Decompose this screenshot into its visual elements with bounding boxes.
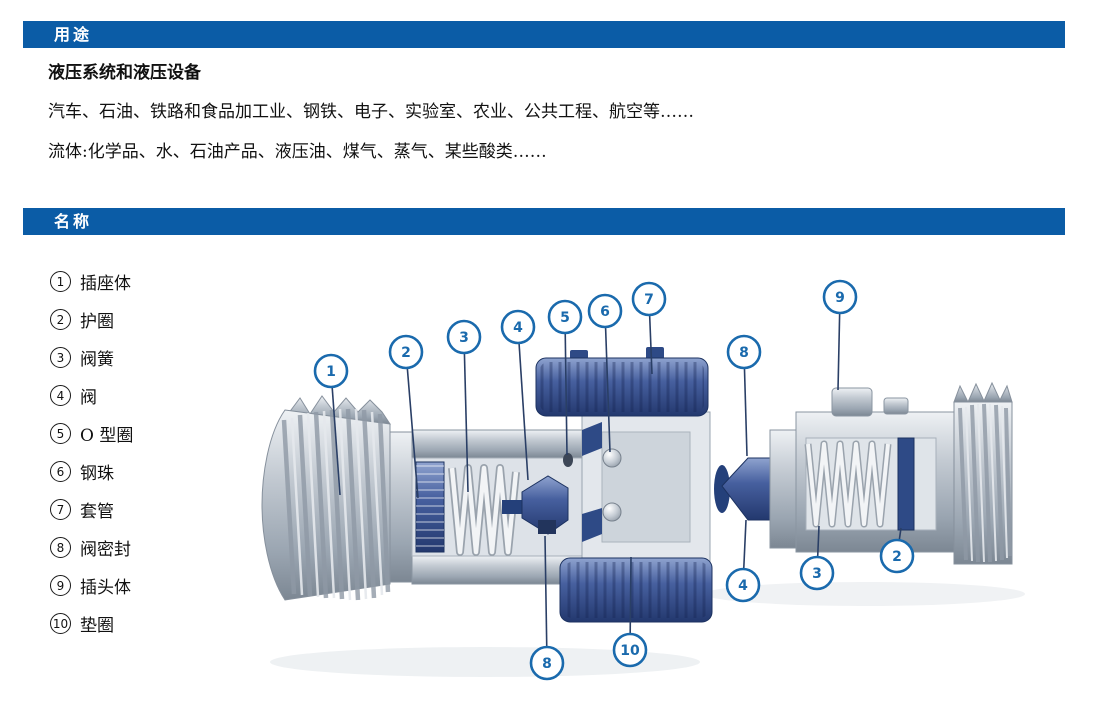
callout-8-socket: 8 [529, 535, 565, 681]
plug-body-illustration [714, 381, 1013, 565]
svg-text:9: 9 [835, 290, 845, 306]
svg-text:7: 7 [644, 292, 654, 308]
svg-text:10: 10 [620, 643, 640, 659]
shadow [270, 582, 1025, 677]
svg-text:6: 6 [600, 304, 610, 320]
svg-text:4: 4 [513, 320, 523, 336]
usage-line-industries: 汽车、石油、铁路和食品加工业、钢铁、电子、实验室、农业、公共工程、航空等…… [48, 102, 694, 122]
thread-lines [281, 408, 391, 601]
svg-text:4: 4 [738, 578, 748, 594]
list-item: 2 护圈 [50, 300, 133, 338]
svg-text:8: 8 [739, 345, 749, 361]
part-number-badge: 6 [50, 460, 71, 482]
callout-8-plug: 8 [726, 334, 762, 457]
callout-7: 7 [631, 281, 667, 375]
list-item: 8 阀密封 [50, 528, 133, 566]
section-header-names: 名称 [23, 208, 1065, 235]
coupling-cutaway-illustration: 1 2 3 4 5 6 7 8 [261, 279, 1025, 681]
part-label: 套管 [80, 501, 114, 522]
part-label: 钢珠 [80, 463, 114, 484]
callout-10: 10 [612, 556, 648, 668]
usage-header-label: 用途 [54, 25, 93, 44]
part-number-badge: 4 [50, 384, 71, 406]
part-number-badge: 5 [50, 422, 71, 444]
callout-5: 5 [547, 299, 583, 456]
names-header-label: 名称 [54, 212, 93, 231]
callout-1: 1 [313, 353, 349, 496]
part-label: 插座体 [80, 273, 131, 294]
part-label: 垫圈 [80, 615, 114, 636]
part-number-badge: 7 [50, 498, 71, 520]
callout-4-socket: 4 [500, 309, 536, 481]
part-label: 护圈 [80, 311, 114, 332]
svg-text:1: 1 [326, 364, 336, 380]
svg-text:2: 2 [401, 345, 411, 361]
list-item: 5 O 型圈 [50, 414, 133, 452]
section-header-usage: 用途 [23, 21, 1065, 48]
callout-9: 9 [822, 279, 858, 391]
list-item: 6 钢珠 [50, 452, 133, 490]
part-label: 阀密封 [80, 539, 131, 560]
usage-line-fluids: 流体:化学品、水、石油产品、液压油、煤气、蒸气、某些酸类…… [48, 142, 547, 162]
list-item: 1 插座体 [50, 262, 133, 300]
part-number-badge: 3 [50, 346, 71, 368]
part-number-badge: 2 [50, 308, 71, 330]
part-number-badge: 8 [50, 536, 71, 558]
callout-3-plug: 3 [799, 525, 835, 591]
svg-text:3: 3 [459, 330, 469, 346]
svg-text:8: 8 [542, 656, 552, 672]
callout-3-socket: 3 [446, 319, 482, 493]
callout-2-plug: 2 [879, 527, 915, 574]
list-item: 9 插头体 [50, 566, 133, 604]
part-number-badge: 10 [50, 612, 71, 634]
part-label: O 型圈 [80, 425, 134, 446]
thread-highlights [290, 408, 384, 601]
part-number-badge: 9 [50, 574, 71, 596]
callout-4-plug: 4 [725, 519, 761, 603]
usage-line-systems: 液压系统和液压设备 [48, 63, 201, 83]
callout-6: 6 [587, 293, 623, 453]
socket-body-illustration [261, 347, 713, 623]
part-label: 插头体 [80, 577, 131, 598]
list-item: 10 垫圈 [50, 604, 133, 642]
list-item: 3 阀簧 [50, 338, 133, 376]
callout-2-socket: 2 [388, 334, 424, 499]
svg-text:3: 3 [812, 566, 822, 582]
part-number-badge: 1 [50, 270, 71, 292]
svg-text:5: 5 [560, 310, 570, 326]
part-label: 阀 [80, 387, 97, 408]
part-label: 阀簧 [80, 349, 114, 370]
list-item: 7 套管 [50, 490, 133, 528]
svg-text:2: 2 [892, 549, 902, 565]
